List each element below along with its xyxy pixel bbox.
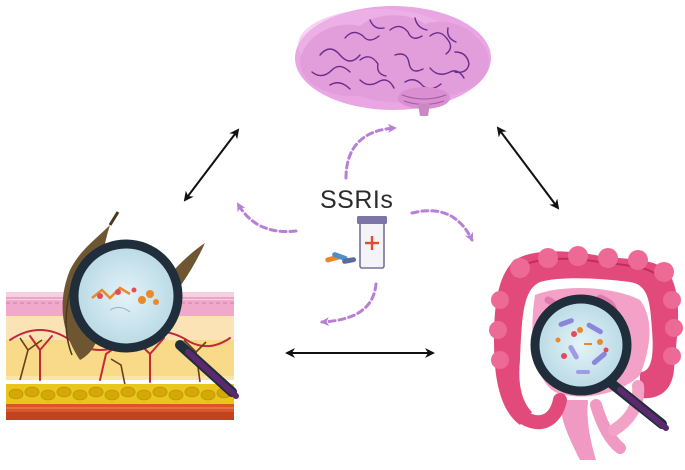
ssri-label: SSRIs [320, 186, 394, 214]
gut-microbiome-icon [555, 318, 609, 374]
ssri-arrow-down [320, 282, 378, 327]
skin-microbiome-icon [91, 286, 159, 313]
ssri-arrow-to-skin [236, 202, 298, 234]
pill-bottle-icon [357, 216, 387, 269]
ssri-arrow-to-brain [344, 123, 397, 180]
arrow-brain-gut [496, 126, 560, 210]
arrow-brain-skin [183, 128, 240, 202]
pills-icon [325, 252, 357, 264]
skin-magnifier-icon [69, 239, 239, 399]
brain-icon [295, 6, 491, 116]
ssri-arrow-to-gut [410, 209, 474, 242]
gut-magnifier-icon [530, 294, 669, 431]
